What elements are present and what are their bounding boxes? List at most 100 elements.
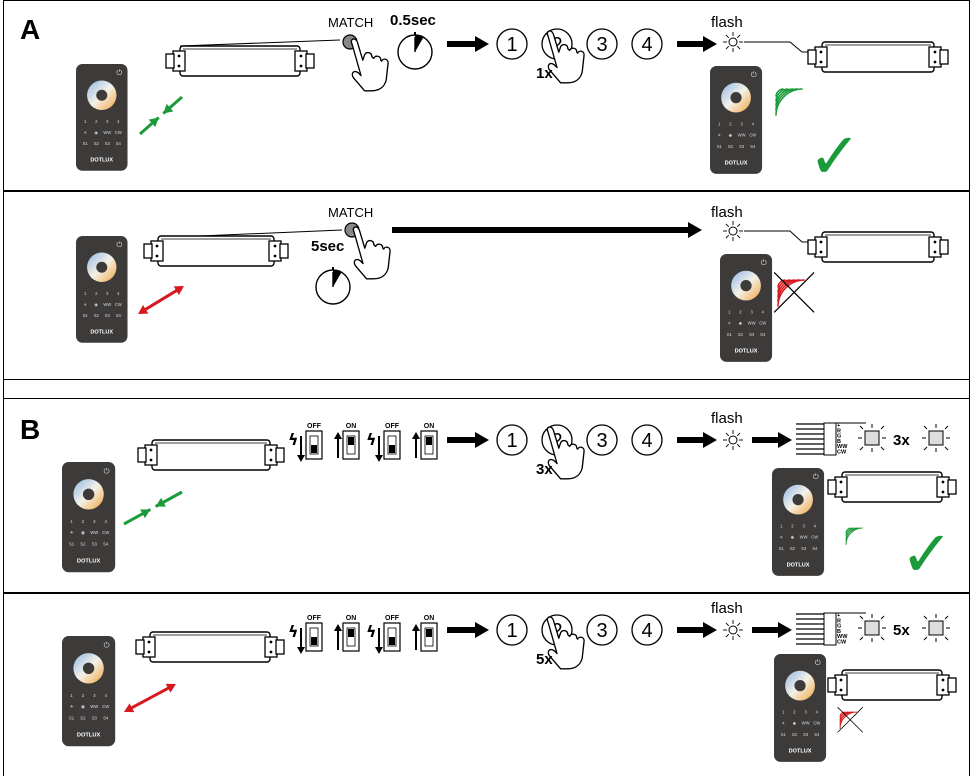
lamp-ray bbox=[859, 446, 864, 451]
remote-key-mode: ☀ bbox=[70, 704, 74, 709]
lamp-ray bbox=[944, 636, 949, 641]
match-wire bbox=[179, 39, 341, 47]
hand-outline bbox=[546, 426, 585, 480]
remote-key-mode: WW bbox=[90, 530, 99, 535]
screw-dot bbox=[933, 50, 937, 54]
screw-dot bbox=[839, 688, 843, 692]
channel-circle bbox=[586, 424, 618, 456]
remote-brand: DOTLUX bbox=[787, 563, 810, 569]
flash-label-a2: flash bbox=[711, 204, 743, 221]
remote-key-number: 3 bbox=[750, 310, 753, 315]
remote-key-scene: S3 bbox=[105, 313, 111, 318]
channel-circle bbox=[631, 424, 663, 456]
wave-arc bbox=[777, 279, 800, 302]
remote-key-scene: S1 bbox=[69, 716, 75, 721]
driver-terminal-left bbox=[150, 240, 164, 262]
remote-key-scene: S4 bbox=[814, 732, 820, 737]
remote-key-number: 3 bbox=[93, 519, 96, 524]
switch-arrow-head bbox=[297, 647, 305, 654]
driver-terminal-left bbox=[172, 50, 186, 72]
remote-key-number: 4 bbox=[117, 291, 120, 296]
remote-key-mode: ☀ bbox=[779, 535, 783, 540]
match-label: MATCH bbox=[328, 205, 373, 220]
wire-label-CW: CW bbox=[837, 450, 847, 456]
driver-terminal-right bbox=[294, 50, 308, 72]
remote-brand: DOTLUX bbox=[90, 158, 113, 164]
driver-terminal-right bbox=[936, 674, 950, 696]
arrow-head bbox=[138, 305, 149, 314]
remote-key-number: 3 bbox=[93, 693, 96, 698]
switch-label: OFF bbox=[385, 615, 400, 622]
channel-number-1: 1 bbox=[506, 620, 517, 642]
hand-b2 bbox=[546, 616, 585, 670]
switch-toggle bbox=[348, 437, 354, 445]
arrow-shaft bbox=[447, 627, 477, 633]
channel-number-3: 3 bbox=[596, 620, 607, 642]
screw-dot bbox=[273, 254, 277, 258]
driver-a1 bbox=[165, 45, 315, 77]
switch-b1-1: OFF bbox=[297, 423, 323, 462]
flash-label-b1: flash bbox=[711, 410, 743, 427]
remote-key-number: 2 bbox=[791, 524, 794, 529]
times-lamp-b1: 3x bbox=[893, 432, 910, 449]
hand-outline bbox=[546, 30, 585, 84]
led-ray bbox=[725, 234, 730, 239]
hand-b1 bbox=[546, 426, 585, 480]
arrow-b1-3 bbox=[752, 432, 792, 448]
remote-key-number: 1 bbox=[84, 291, 87, 296]
arrow-head bbox=[124, 703, 135, 713]
switch-label: ON bbox=[424, 423, 435, 430]
wire-label-WW: WW bbox=[837, 634, 848, 640]
driver-terminal-right bbox=[268, 240, 282, 262]
remote-key-scene: S4 bbox=[103, 542, 109, 547]
power-icon: ⏻ bbox=[761, 258, 767, 267]
driver-body bbox=[841, 471, 943, 503]
remote-key-number: 1 bbox=[728, 310, 731, 315]
wire-label-B: B bbox=[837, 439, 841, 445]
match-label: MATCH bbox=[328, 15, 373, 30]
flash-led-a2 bbox=[723, 221, 743, 241]
screw-dot bbox=[941, 678, 945, 682]
arrow-head bbox=[165, 683, 176, 693]
color-wheel-center bbox=[96, 261, 108, 273]
remote-body bbox=[76, 64, 128, 171]
arrow-shaft bbox=[447, 437, 477, 443]
remote-key-number: 4 bbox=[105, 693, 108, 698]
remote-key-scene: S1 bbox=[727, 332, 733, 337]
remote-key-scene: S3 bbox=[92, 542, 98, 547]
remote-key-scene: S3 bbox=[92, 716, 98, 721]
remote-key-scene: S4 bbox=[760, 332, 766, 337]
switch-toggle bbox=[389, 637, 395, 645]
remote-key-scene: S2 bbox=[94, 313, 100, 318]
driver-b1b bbox=[827, 471, 957, 503]
switch-b1-3: OFF bbox=[375, 423, 401, 462]
check-a1: ✓ bbox=[808, 120, 862, 194]
wire-label-G: G bbox=[837, 624, 841, 630]
lamp-square bbox=[928, 430, 944, 446]
arrow-head bbox=[163, 103, 174, 114]
lamp-ray bbox=[944, 615, 949, 620]
remote-key-mode: WW bbox=[748, 321, 756, 326]
channel-circle bbox=[586, 614, 618, 646]
remote-key-scene: S3 bbox=[801, 546, 807, 551]
timer-sector bbox=[415, 34, 424, 52]
lamp-ray bbox=[944, 425, 949, 430]
driver-terminal-right-cap bbox=[275, 639, 285, 655]
remote-key-number: 4 bbox=[117, 119, 120, 124]
driver-terminal-right-cap bbox=[275, 447, 285, 463]
bolt-b1b: ϟ bbox=[366, 430, 377, 449]
switch-toggle bbox=[311, 637, 317, 645]
remote-key-mode: ◉ bbox=[739, 321, 743, 326]
lamp-ray bbox=[859, 636, 864, 641]
color-wheel-center bbox=[740, 280, 752, 292]
remote-body bbox=[62, 462, 116, 573]
waves-a2 bbox=[773, 271, 815, 313]
screw-dot bbox=[269, 458, 273, 462]
led-ray bbox=[725, 34, 730, 39]
led-ray bbox=[736, 45, 741, 50]
screw-dot bbox=[269, 640, 273, 644]
flash-led-b2 bbox=[723, 620, 743, 640]
remote-key-scene: S2 bbox=[80, 542, 86, 547]
